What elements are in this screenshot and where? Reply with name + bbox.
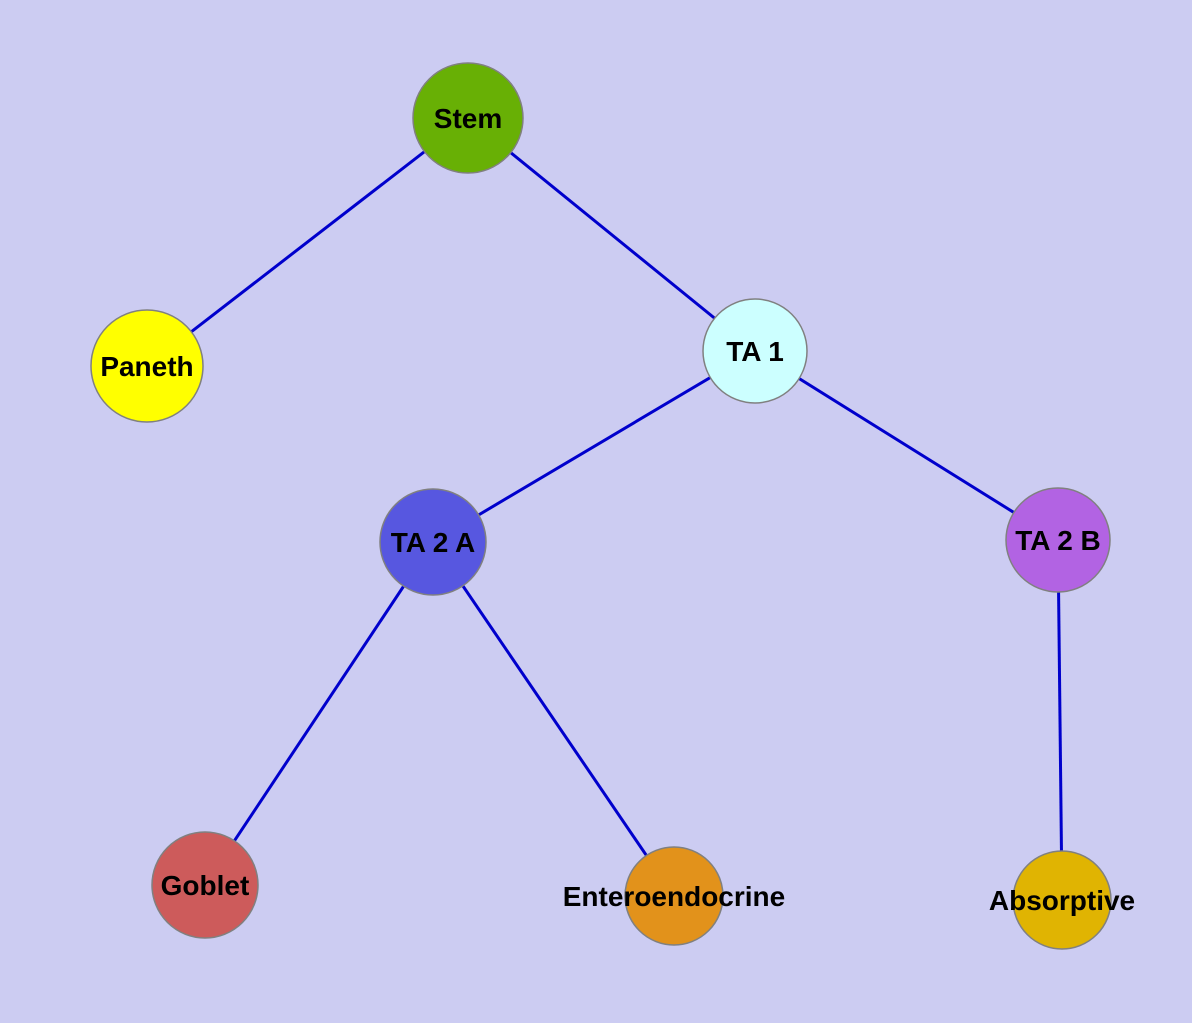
edge-stem-ta1 [467, 116, 756, 353]
edge-ta1-ta2a [432, 349, 756, 544]
node-enteroendocrine [624, 846, 724, 946]
node-stem [412, 62, 524, 174]
edge-ta2a-enteroendocrine [431, 541, 676, 897]
edge-stem-paneth [146, 116, 469, 368]
node-ta1 [702, 298, 808, 404]
node-ta2b [1005, 487, 1111, 593]
node-ta2a [379, 488, 487, 596]
edge-ta2b-absorptive [1056, 539, 1064, 901]
node-paneth [90, 309, 204, 423]
edge-ta2a-goblet [203, 541, 435, 886]
node-goblet [151, 831, 259, 939]
node-absorptive [1012, 850, 1112, 950]
edge-ta1-ta2b [754, 349, 1059, 542]
